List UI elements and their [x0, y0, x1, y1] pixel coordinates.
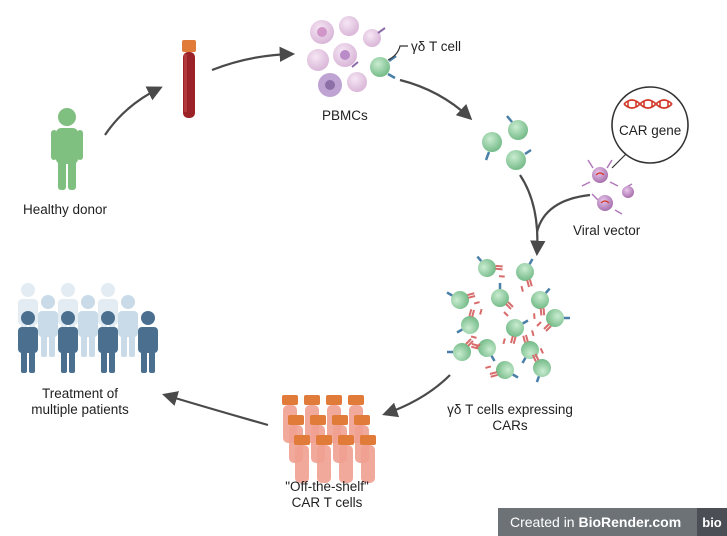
- label-pbmcs: PBMCs: [322, 108, 368, 123]
- biorender-watermark: Created in BioRender.com bio: [498, 508, 727, 536]
- arrow-blood-to-pbmc: [211, 46, 296, 72]
- dna-icon: [623, 99, 673, 109]
- arrow-isolated-to-transduced: [519, 174, 546, 257]
- car-t-cell: [502, 319, 529, 345]
- car-t-cell: [521, 330, 539, 364]
- car-t-cell: [470, 335, 496, 362]
- car-t-cell: [447, 338, 481, 361]
- patient-figure: [78, 295, 98, 357]
- car-t-bag: [294, 435, 310, 483]
- car-t-cell-bags-icon: [282, 395, 376, 483]
- car-t-bag: [338, 435, 354, 483]
- flow-arrows: [104, 46, 591, 427]
- label-off-the-shelf: "Off-the-shelf" CAR T cells: [285, 479, 369, 510]
- car-t-cell-field: [446, 255, 570, 383]
- car-t-bag: [316, 435, 332, 483]
- label-car-gene: CAR gene: [619, 123, 682, 138]
- label-treatment: Treatment of multiple patients: [31, 386, 129, 417]
- blood-tube-icon: [182, 40, 196, 118]
- label-gd-t-cell: γδ T cell: [411, 39, 462, 54]
- patient-figure: [38, 295, 58, 357]
- donor-icon: [51, 108, 83, 190]
- label-viral-vector: Viral vector: [573, 223, 641, 238]
- patient-figure: [58, 311, 78, 373]
- car-t-cell: [485, 361, 519, 379]
- car-t-cell: [516, 258, 534, 292]
- car-t-bag: [360, 435, 376, 483]
- car-t-cell: [491, 283, 514, 317]
- arrow-donor-to-blood: [104, 86, 163, 136]
- watermark-text: Created in BioRender.com: [510, 514, 682, 530]
- car-t-cell: [446, 291, 480, 309]
- patients-group-icon: [18, 283, 158, 373]
- label-gd-t-cells-expressing-cars: γδ T cells expressing CARs: [447, 402, 573, 433]
- car-t-cell: [456, 308, 483, 334]
- car-t-cell: [531, 347, 551, 383]
- patient-figure: [118, 295, 138, 357]
- pbmc-cluster-icon: [307, 16, 408, 97]
- arrow-vector-merge: [535, 193, 591, 233]
- arrow-cars-to-bags: [382, 374, 451, 418]
- label-healthy-donor: Healthy donor: [23, 202, 108, 217]
- car-t-cell: [531, 287, 551, 320]
- viral-vector-icon: [581, 159, 634, 215]
- car-gene-callout: [611, 86, 689, 169]
- car-t-cell: [536, 309, 570, 332]
- arrow-bags-to-patients: [162, 391, 269, 427]
- biorender-logo: bio: [697, 508, 727, 536]
- arrow-pbmc-to-isolated: [399, 78, 473, 121]
- patient-figure: [18, 311, 38, 373]
- car-t-cell: [476, 255, 505, 278]
- isolated-gd-t-cells: [482, 115, 532, 170]
- patient-figure: [138, 311, 158, 373]
- patient-figure: [98, 311, 118, 373]
